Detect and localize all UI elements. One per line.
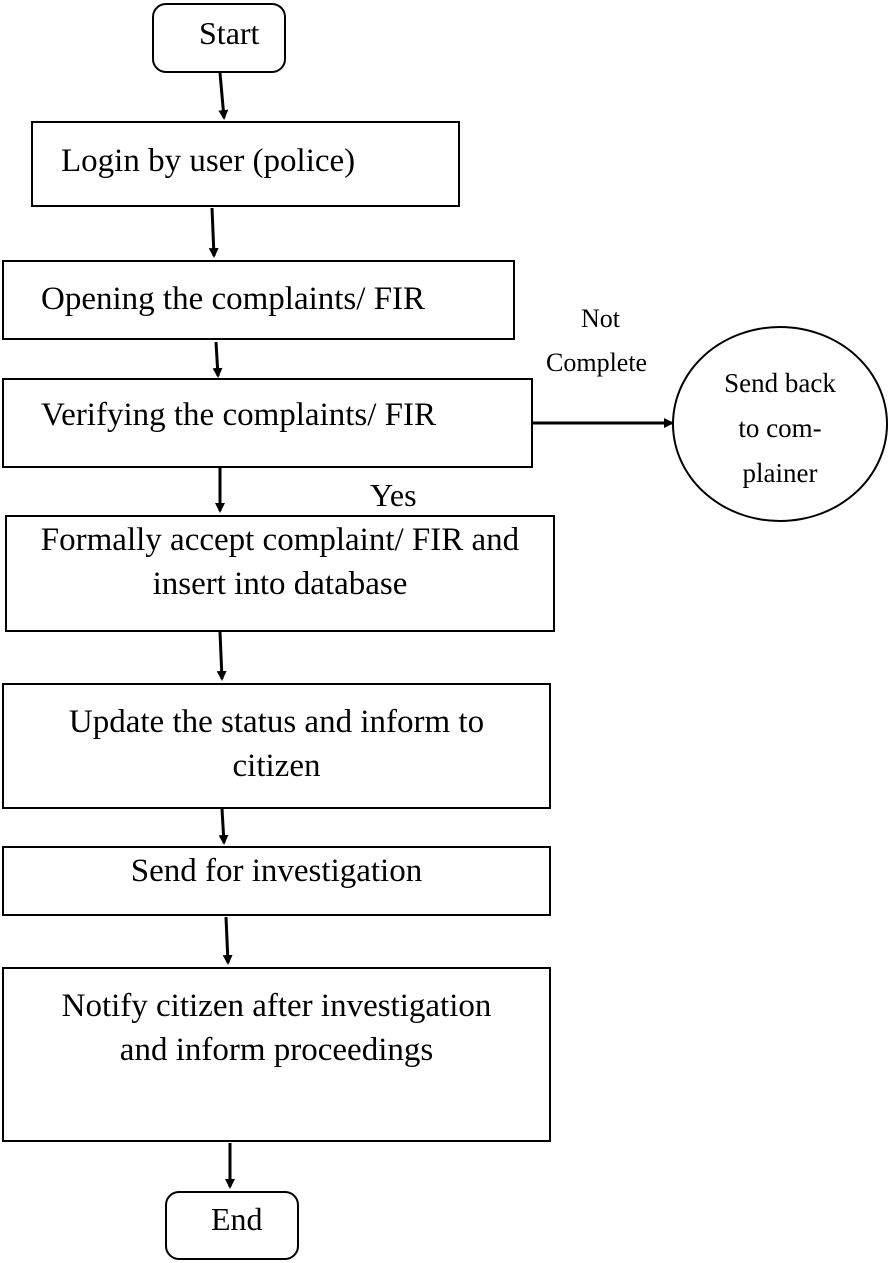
step-opening (2, 260, 515, 340)
branch-not-complete-line2: Complete (546, 348, 648, 377)
end-label: End (211, 1201, 263, 1237)
step-update-line1: Update the status and inform to (68, 704, 485, 740)
arrow-accept-to-update (216, 631, 227, 681)
arrow-update-to-send (218, 808, 229, 845)
step-notify (2, 967, 551, 1142)
step-accept-line2: insert into database (152, 566, 408, 602)
start-label: Start (199, 15, 260, 51)
step-investigation (2, 846, 551, 916)
arrow-send-to-notify (222, 916, 233, 965)
step-accept-line1: Formally accept complaint/ FIR and (40, 522, 520, 558)
arrow-opening-to-verify (212, 341, 223, 378)
step-opening-label: Opening the complaints/ FIR (41, 281, 426, 317)
branch-not-complete-line1: Not (581, 304, 620, 333)
step-notify-line2: and inform proceedings (119, 1032, 434, 1068)
start-terminal (152, 3, 286, 73)
send-back-line3: plainer (742, 458, 818, 488)
end-terminal (165, 1191, 299, 1260)
step-update (2, 683, 551, 809)
arrow-login-to-opening (208, 207, 219, 258)
step-investigation-label: Send for investigation (130, 853, 423, 889)
send-back-line2: to com- (738, 413, 822, 443)
step-update-line2: citizen (232, 748, 321, 784)
step-verify-label: Verifying the complaints/ FIR (41, 397, 437, 433)
step-verify (2, 378, 533, 468)
send-back-line1: Send back (724, 368, 836, 398)
step-accept (5, 515, 555, 632)
step-notify-line1: Notify citizen after investigation (61, 988, 492, 1024)
branch-yes-label: Yes (370, 477, 417, 513)
arrow-start-to-login (218, 72, 229, 120)
send-back-circle (672, 326, 888, 522)
step-login (31, 121, 460, 207)
step-login-label: Login by user (police) (61, 143, 356, 179)
